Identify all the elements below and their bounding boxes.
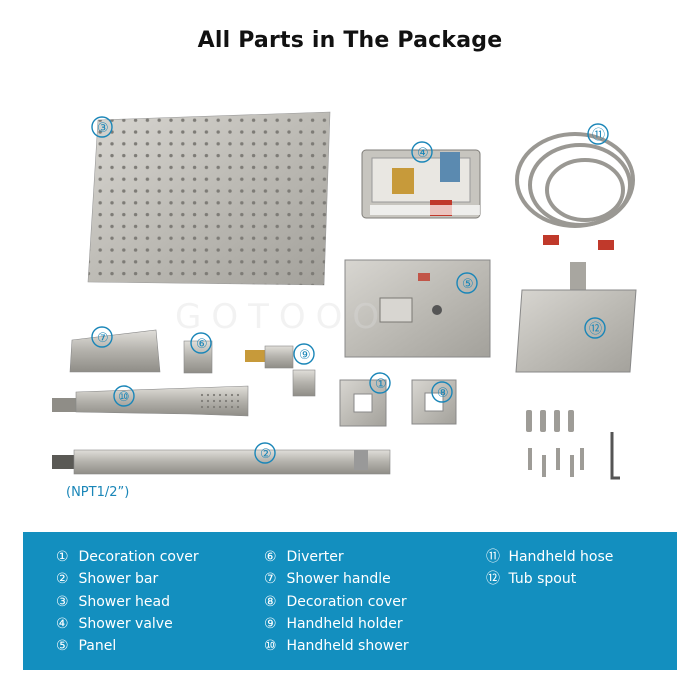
product-photo: GOTOOO ③ ④ ⑪ ⑤ ⑫ ⑦ ⑥ ⑨ ① ⑧ ⑩ ②: [52, 111, 637, 480]
callout-8: ⑧: [431, 381, 453, 403]
legend-item: ③ Shower head: [56, 593, 170, 610]
legend-column-2: ⑥ Diverter ⑦ Shower handle ⑧ Decoration …: [264, 546, 409, 657]
legend-item: ⑪ Handheld hose: [486, 549, 614, 565]
panel-image: [344, 259, 491, 358]
callout-10: ⑩: [113, 385, 135, 407]
svg-text:⑧: ⑧: [437, 386, 449, 401]
callout-2: ②: [254, 442, 276, 464]
shower-head-image: [87, 111, 331, 286]
callout-3: ③: [91, 116, 113, 138]
svg-text:⑨: ⑨: [299, 348, 311, 363]
handheld-shower-image: [52, 385, 249, 417]
legend-item: ⑨ Handheld holder: [264, 615, 403, 632]
shower-bar-image: [52, 449, 391, 475]
svg-text:⑩: ⑩: [118, 390, 130, 405]
callout-6: ⑥: [190, 332, 212, 354]
shower-handle-image: [69, 329, 161, 373]
legend-item: ② Shower bar: [56, 571, 159, 588]
svg-text:①: ①: [375, 377, 387, 392]
page-title: All Parts in The Package: [197, 28, 503, 53]
svg-text:⑤: ⑤: [462, 277, 474, 292]
callout-11: ⑪: [587, 123, 609, 145]
handheld-holder-image: [245, 345, 316, 397]
parts-legend: ① Decoration cover ② Shower bar ③ Shower…: [23, 532, 677, 670]
svg-text:③: ③: [97, 121, 109, 136]
watermark-text: GOTOOO: [175, 297, 389, 337]
legend-item: ⑦ Shower handle: [264, 571, 391, 588]
legend-item: ⑩ Handheld shower: [264, 638, 409, 655]
legend-item: ⑥ Diverter: [264, 549, 344, 565]
tub-spout-image: [515, 262, 637, 373]
svg-text:⑪: ⑪: [592, 128, 605, 143]
callout-5: ⑤: [456, 272, 478, 294]
legend-column-1: ① Decoration cover ② Shower bar ③ Shower…: [56, 546, 199, 657]
npt-label: (NPT1/2”): [66, 485, 130, 500]
svg-text:⑫: ⑫: [589, 322, 602, 337]
svg-text:④: ④: [417, 146, 429, 161]
legend-item: ① Decoration cover: [56, 549, 199, 565]
handheld-hose-image: [515, 132, 635, 250]
decoration-cover-image: [339, 379, 457, 427]
callout-7: ⑦: [91, 326, 113, 348]
legend-item: ⑤ Panel: [56, 638, 117, 655]
diverter-image: [183, 340, 213, 374]
legend-column-3: ⑪ Handheld hose ⑫ Tub spout: [486, 546, 613, 591]
callout-9: ⑨: [293, 343, 315, 365]
legend-item: ⑫ Tub spout: [486, 571, 577, 588]
svg-text:⑥: ⑥: [196, 337, 208, 352]
legend-item: ④ Shower valve: [56, 615, 173, 632]
callout-1: ①: [369, 372, 391, 394]
svg-text:②: ②: [260, 447, 272, 462]
svg-text:⑦: ⑦: [97, 331, 109, 346]
legend-item: ⑧ Decoration cover: [264, 593, 407, 610]
shower-valve-image: [361, 149, 481, 219]
callout-4: ④: [411, 141, 433, 163]
callout-12: ⑫: [584, 317, 606, 339]
screws-and-anchors-image: [526, 410, 620, 480]
